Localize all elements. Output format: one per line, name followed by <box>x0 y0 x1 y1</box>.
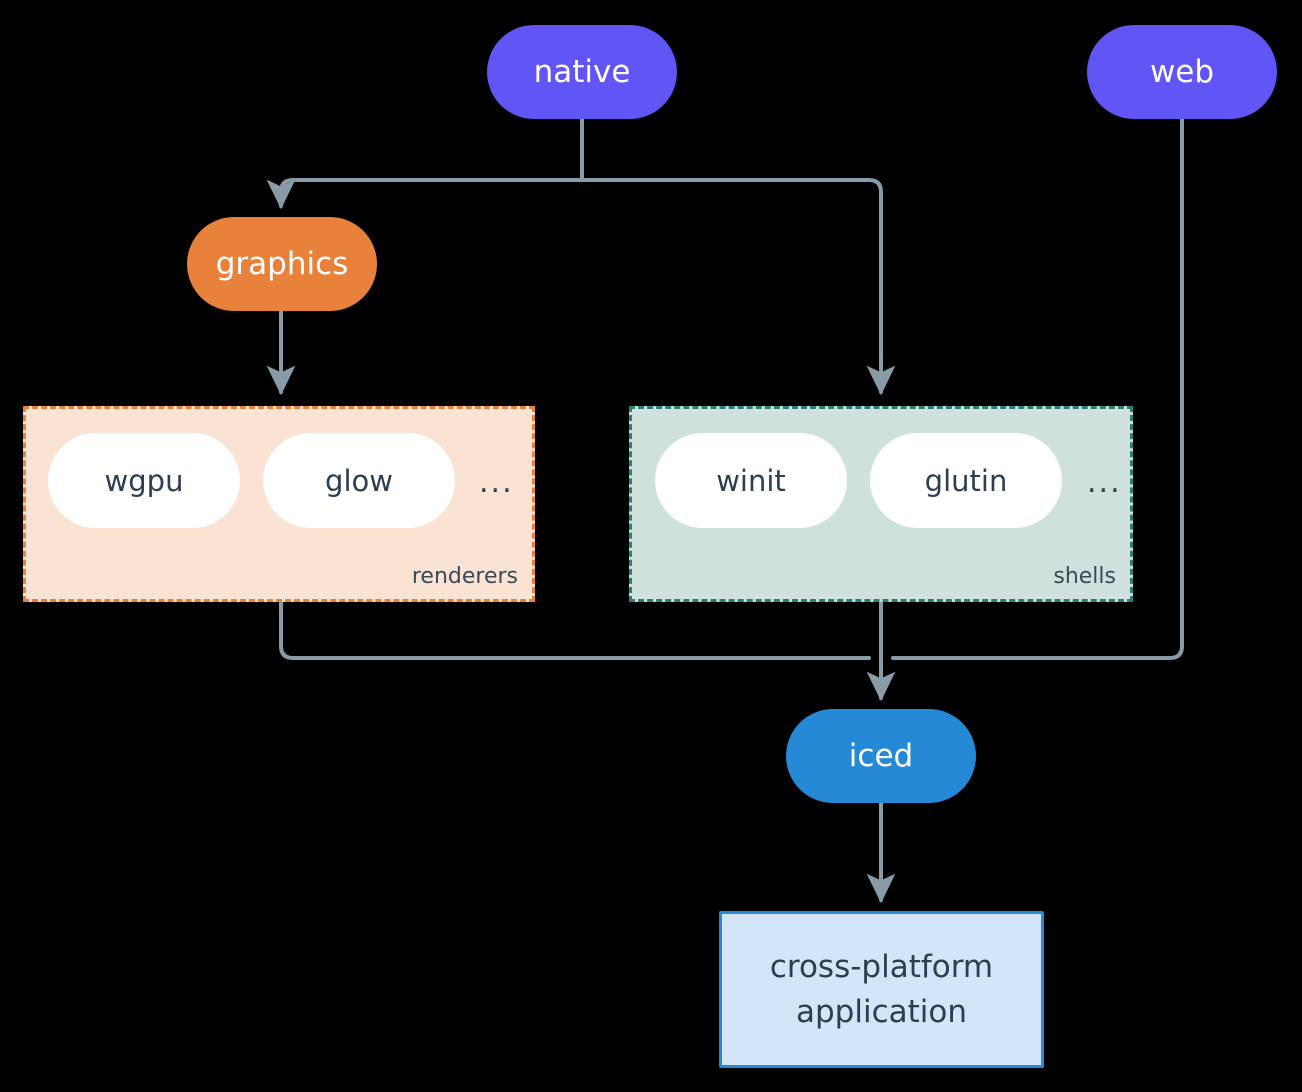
node-iced[interactable]: iced <box>786 709 976 803</box>
pill-glow[interactable]: glow <box>263 433 455 528</box>
edge-renderers-to-iced <box>279 600 871 660</box>
shells-overflow-ellipsis: ... <box>1087 465 1122 500</box>
pill-wgpu[interactable]: wgpu <box>48 433 240 528</box>
edge-native-to-graphics <box>266 178 584 210</box>
node-native[interactable]: native <box>487 25 677 119</box>
edge-native-to-shells <box>580 178 896 396</box>
pill-winit[interactable]: winit <box>655 433 847 528</box>
application-label-line-1: cross-platform <box>769 948 994 985</box>
node-application[interactable]: cross-platform application <box>719 911 1044 1068</box>
renderers-overflow-ellipsis: ... <box>479 465 514 500</box>
application-label-line-2: application <box>796 993 967 1030</box>
group-renderers-label: renderers <box>411 564 518 589</box>
group-shells-label: shells <box>1053 564 1116 589</box>
node-graphics[interactable]: graphics <box>187 217 377 311</box>
pill-glutin[interactable]: glutin <box>870 433 1062 528</box>
node-web[interactable]: web <box>1087 25 1277 119</box>
